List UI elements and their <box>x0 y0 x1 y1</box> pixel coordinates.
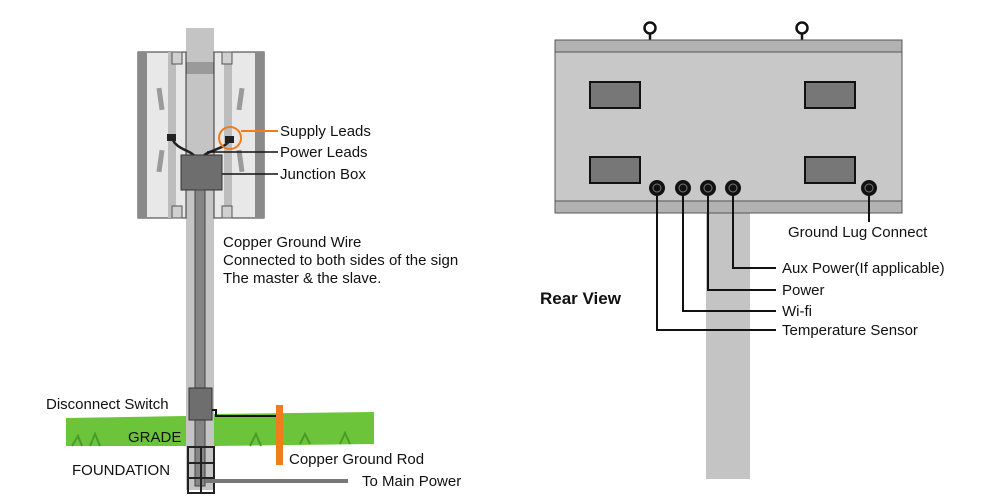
grass-tufts <box>71 430 351 447</box>
copper-ground-rod <box>276 405 283 465</box>
rear-view: Ground Lug Connect Aux Power(If applicab… <box>540 21 945 479</box>
port-power <box>700 180 716 196</box>
leader-aux-power <box>732 196 776 269</box>
label-ground-wire-desc-2: The master & the slave. <box>223 270 381 287</box>
port-temperature-sensor <box>649 180 665 196</box>
vent-top-left <box>589 81 641 109</box>
lifting-eye-left <box>643 21 657 40</box>
label-copper-ground-rod: Copper Ground Rod <box>289 451 424 468</box>
label-aux-power: Aux Power(If applicable) <box>782 260 945 277</box>
port-wifi <box>675 180 691 196</box>
junction-box <box>180 154 223 191</box>
sign-face-left <box>137 51 187 219</box>
foundation <box>187 446 215 494</box>
label-power: Power <box>782 282 825 299</box>
rear-panel-bottom-rail <box>554 200 903 214</box>
lifting-eye-right <box>795 21 809 40</box>
rear-panel-top-rail <box>554 39 903 53</box>
sign-face-right <box>213 51 265 219</box>
leader-temperature <box>656 196 776 331</box>
pole-cap-band <box>186 62 214 74</box>
label-junction-box: Junction Box <box>280 166 366 183</box>
lead-connector-left <box>167 134 176 141</box>
port-ground-lug <box>861 180 877 196</box>
label-foundation: FOUNDATION <box>72 462 170 479</box>
label-grade: GRADE <box>128 429 181 446</box>
leader-wifi <box>682 196 776 312</box>
disconnect-switch <box>188 387 213 421</box>
label-supply-leads: Supply Leads <box>280 123 371 140</box>
vent-bottom-left <box>589 156 641 184</box>
rear-view-title: Rear View <box>540 289 622 308</box>
label-copper-ground-wire: Copper Ground Wire <box>223 234 361 251</box>
label-disconnect-switch: Disconnect Switch <box>46 396 169 413</box>
leader-power <box>707 196 776 291</box>
label-ground-wire-desc-1: Connected to both sides of the sign <box>223 252 458 269</box>
grade-grass <box>66 412 374 446</box>
side-installation-view: Supply Leads Power Leads Junction Box Co… <box>46 28 461 494</box>
conduit <box>194 189 206 487</box>
label-temperature-sensor: Temperature Sensor <box>782 322 918 339</box>
vent-bottom-right <box>804 156 856 184</box>
label-power-leads: Power Leads <box>280 144 368 161</box>
label-wifi: Wi-fi <box>782 303 812 320</box>
lead-connector-right <box>225 136 234 143</box>
label-ground-lug: Ground Lug Connect <box>788 224 928 241</box>
label-to-main-power: To Main Power <box>362 473 461 490</box>
supply-leads-callout-circle <box>218 126 242 150</box>
copper-ground-wire <box>212 409 280 417</box>
rear-pole <box>706 213 750 479</box>
port-aux-power <box>725 180 741 196</box>
vent-top-right <box>804 81 856 109</box>
